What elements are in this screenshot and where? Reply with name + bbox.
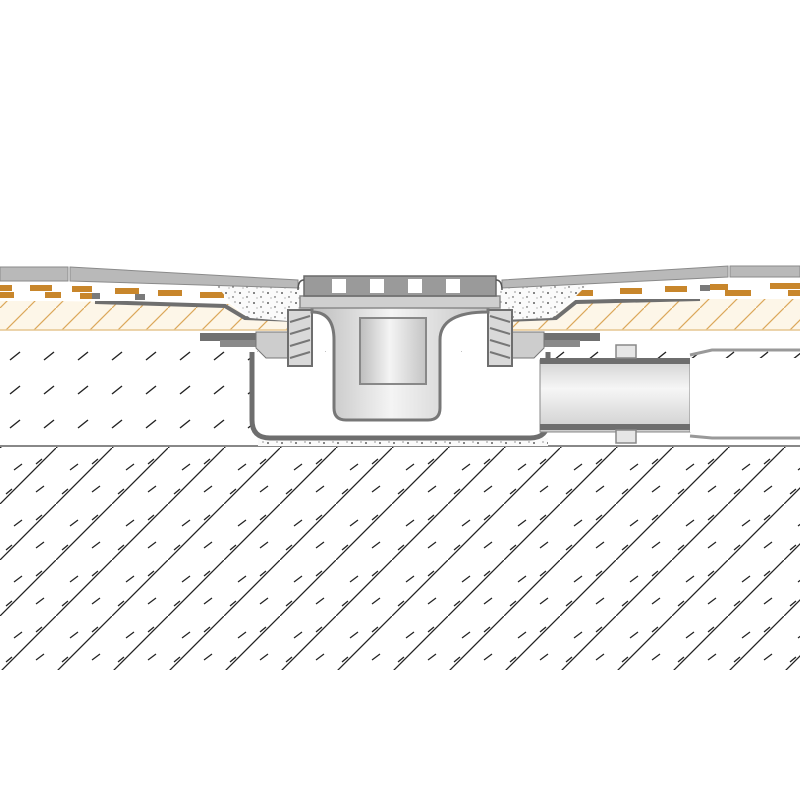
drain-grate — [297, 275, 503, 297]
trap-insert — [299, 295, 501, 422]
concrete-slab — [0, 445, 800, 670]
sealing-collar — [287, 309, 513, 367]
adhesive-layer — [0, 282, 800, 301]
pipe-coupling — [615, 344, 637, 444]
mortar-bedding — [215, 282, 590, 446]
outlet-pipe — [539, 348, 800, 440]
